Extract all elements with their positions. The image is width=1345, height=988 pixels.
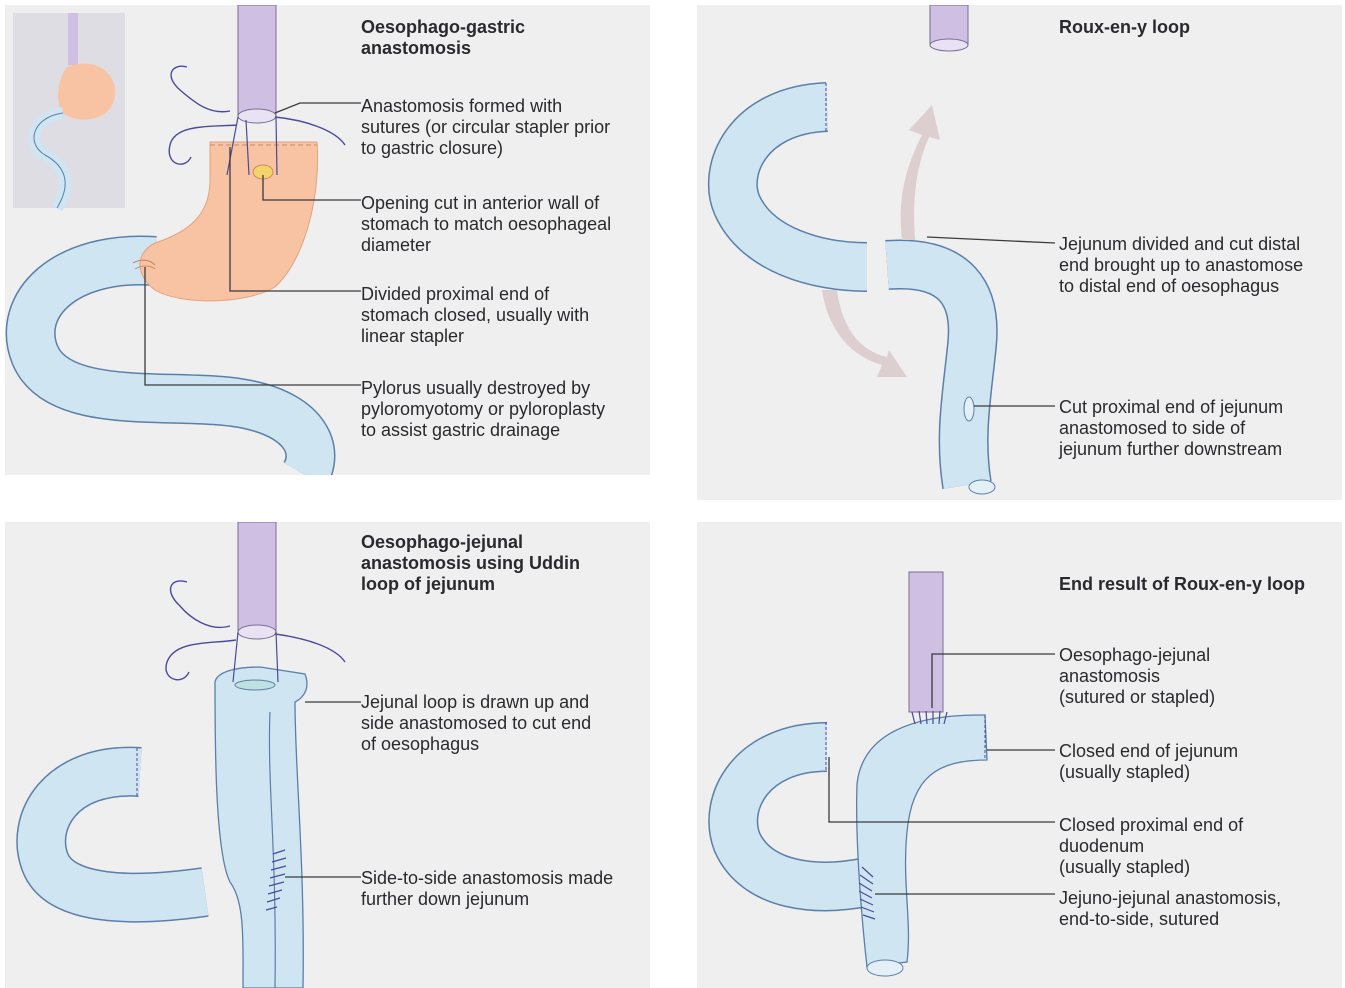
label-opening-cut: Opening cut in anterior wall of stomach … <box>361 193 611 256</box>
panel-oesophago-gastric: Oesophago-gastric anastomosis Anastomosi… <box>5 5 650 475</box>
panel-title: End result of Roux-en-y loop <box>1059 574 1305 595</box>
label-jejunum-divided: Jejunum divided and cut distal end broug… <box>1059 234 1303 297</box>
panel-oesophago-jejunal-uddin: Oesophago-jejunal anastomosis using Uddi… <box>5 522 650 988</box>
label-cut-proximal-end: Cut proximal end of jejunum anastomosed … <box>1059 397 1283 460</box>
inset-thumbnail <box>13 13 125 208</box>
label-closed-proximal-duodenum: Closed proximal end of duodenum (usually… <box>1059 815 1243 878</box>
panel-roux-en-y-loop: Roux-en-y loop Jejunum divided and cut d… <box>697 5 1342 500</box>
panel-title: Roux-en-y loop <box>1059 17 1190 38</box>
panel-end-result-roux-en-y: End result of Roux-en-y loop Oesophago-j… <box>697 522 1342 988</box>
label-anastomosis-sutures: Anastomosis formed with sutures (or circ… <box>361 96 610 159</box>
label-side-to-side: Side-to-side anastomosis made further do… <box>361 868 613 910</box>
label-oesophago-jejunal: Oesophago-jejunal anastomosis (sutured o… <box>1059 645 1215 708</box>
label-closed-end-jejunum: Closed end of jejunum (usually stapled) <box>1059 741 1238 783</box>
panel-title: Oesophago-gastric anastomosis <box>361 17 525 59</box>
label-divided-proximal-end: Divided proximal end of stomach closed, … <box>361 284 589 347</box>
label-pylorus: Pylorus usually destroyed by pyloromyoto… <box>361 378 605 441</box>
label-jejuno-jejunal: Jejuno-jejunal anastomosis, end-to-side,… <box>1059 888 1281 930</box>
panel-title: Oesophago-jejunal anastomosis using Uddi… <box>361 532 580 595</box>
label-jejunal-loop: Jejunal loop is drawn up and side anasto… <box>361 692 591 755</box>
